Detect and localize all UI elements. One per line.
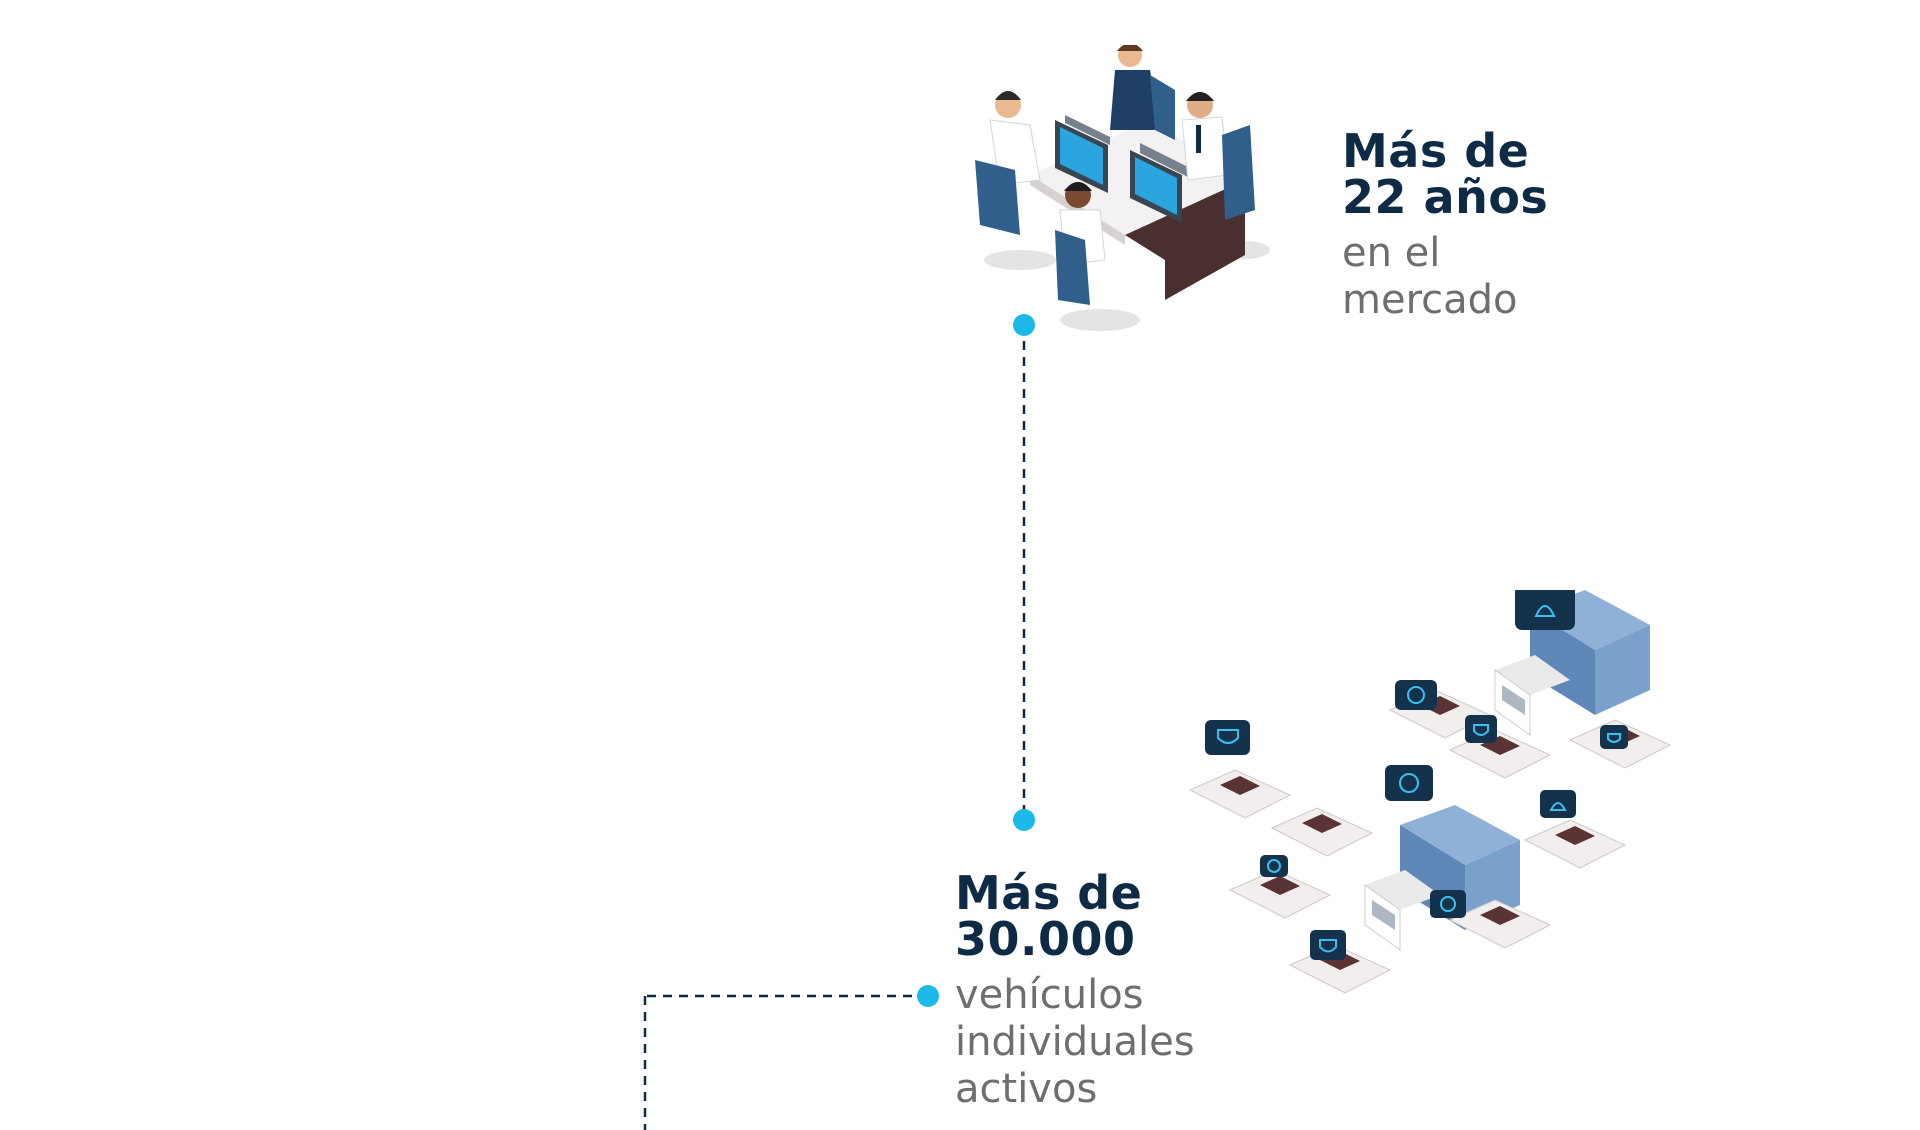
milestone-vehicles-headline-1: Más de bbox=[955, 866, 1143, 920]
vehicle-fleet-icon bbox=[1188, 590, 1672, 994]
milestone-vehicles-headline-2: 30.000 bbox=[955, 912, 1136, 966]
milestone-years-headline-1: Más de bbox=[1342, 124, 1530, 178]
milestone-vehicles: Más de 30.000 vehículos individuales act… bbox=[955, 870, 1195, 1113]
timeline-dot-2 bbox=[1013, 809, 1035, 831]
office-team-icon bbox=[975, 45, 1270, 331]
milestone-vehicles-subline-3: activos bbox=[955, 1066, 1098, 1112]
milestone-years-subline-1: en el bbox=[1342, 230, 1441, 276]
milestone-years-headline-2: 22 años bbox=[1342, 170, 1549, 224]
milestone-years-subline-2: mercado bbox=[1342, 277, 1518, 323]
timeline-dot-3 bbox=[917, 985, 939, 1007]
timeline-dot-1 bbox=[1013, 314, 1035, 336]
milestone-vehicles-subline-1: vehículos bbox=[955, 972, 1144, 1018]
milestone-vehicles-subline-2: individuales bbox=[955, 1019, 1195, 1065]
milestone-years: Más de 22 años en el mercado bbox=[1342, 128, 1548, 324]
